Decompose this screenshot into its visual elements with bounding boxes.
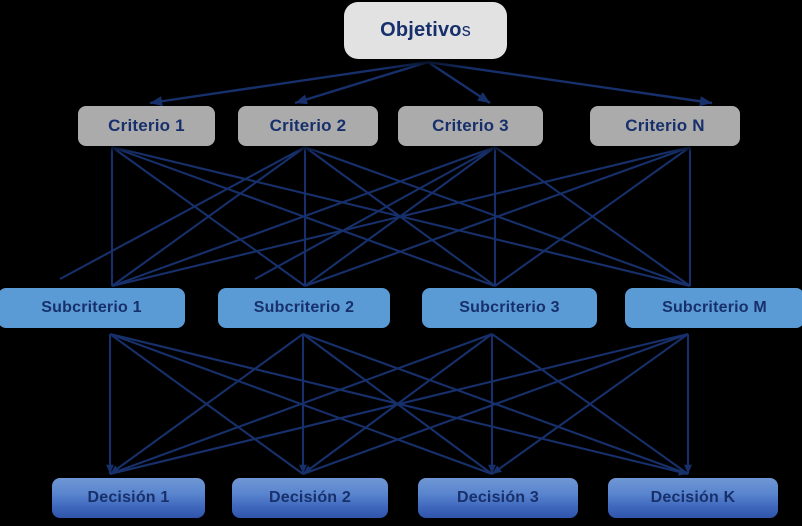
edge-subcriterio-1-to-decision-3 <box>109 333 493 475</box>
node-subcriterio-m[interactable]: Subcriterio M <box>625 288 802 328</box>
node-decision-1[interactable]: Decisión 1 <box>52 478 205 518</box>
node-criterio-3[interactable]: Criterio 3 <box>398 106 543 146</box>
edge-goal-to-criterio-2 <box>294 60 429 105</box>
node-criterio-1-label: Criterio 1 <box>108 116 185 135</box>
node-subcriterio-2[interactable]: Subcriterio 2 <box>218 288 390 328</box>
node-subcriterio-m-label: Subcriterio M <box>662 299 767 316</box>
node-criterio-n[interactable]: Criterio N <box>590 106 740 146</box>
node-criterio-2-label: Criterio 2 <box>269 116 347 135</box>
edge-goal-to-criterio-1 <box>149 60 429 105</box>
node-criterio-1[interactable]: Criterio 1 <box>78 106 215 146</box>
edge-subcriterio-1-to-decision-2 <box>109 333 304 475</box>
edge-stray-2 <box>254 146 496 280</box>
edge-criterio-2-to-subcriterio-1 <box>111 146 306 287</box>
edge-subcriterio-2-to-decision-1 <box>109 333 304 475</box>
edge-subcriterio-2-to-decision-4 <box>302 333 689 475</box>
node-objetivos-label-suffix: s <box>461 20 471 40</box>
arrowhead-icon-decision-1 <box>110 465 120 474</box>
arrowhead-icon-decision-3 <box>492 465 502 474</box>
arrowhead-icon-criterio-3 <box>477 92 490 103</box>
node-subcriterio-3[interactable]: Subcriterio 3 <box>422 288 597 328</box>
edge-criterio-3-to-subcriterio-2 <box>304 146 496 287</box>
edge-criterio-1-to-subcriterio-3 <box>111 146 496 287</box>
edge-criterio-1-to-subcriterio-4 <box>111 145 691 288</box>
node-subcriterio-3-label: Subcriterio 3 <box>459 299 560 316</box>
edge-subcriterio-4-to-decision-3 <box>491 333 689 475</box>
arrowhead-icon-decision-2 <box>299 464 307 474</box>
arrowhead-icon-decision-4 <box>684 464 692 474</box>
node-criterio-3-label: Criterio 3 <box>432 116 509 135</box>
arrowhead-icon-decision-2 <box>303 465 313 474</box>
node-decision-k[interactable]: Decisión K <box>608 478 778 518</box>
node-subcriterio-2-label: Subcriterio 2 <box>253 299 355 316</box>
edge-criterio-4-to-subcriterio-3 <box>494 146 691 287</box>
node-decision-3[interactable]: Decisión 3 <box>418 478 578 518</box>
edge-subcriterio-4-to-decision-1 <box>109 332 689 476</box>
edge-criterio-1-to-subcriterio-2 <box>111 146 306 287</box>
edge-criterio-3-to-subcriterio-4 <box>494 146 691 287</box>
arrowhead-icon-decision-1 <box>106 464 114 474</box>
node-subcriterio-1[interactable]: Subcriterio 1 <box>0 288 185 328</box>
edge-subcriterio-3-to-decision-2 <box>302 333 493 475</box>
edge-subcriterio-3-to-decision-1 <box>109 333 493 475</box>
node-subcriterio-1-label: Subcriterio 1 <box>41 299 142 316</box>
edge-subcriterio-3-to-decision-4 <box>491 333 689 475</box>
edge-goal-to-criterio-4 <box>427 60 713 105</box>
arrowhead-icon-criterio-2 <box>295 94 308 105</box>
node-criterio-n-label: Criterio N <box>625 116 705 135</box>
arrowhead-icon-decision-4 <box>678 468 688 476</box>
node-decision-2[interactable]: Decisión 2 <box>232 478 388 518</box>
edge-criterio-2-to-subcriterio-4 <box>304 146 691 287</box>
node-decision-k-label: Decisión K <box>650 489 736 506</box>
edge-stray-1 <box>59 146 306 280</box>
arrowhead-icon-decision-3 <box>488 464 496 474</box>
edge-goal-to-criterio-3 <box>427 60 491 105</box>
edge-criterio-4-to-subcriterio-1 <box>111 145 691 288</box>
node-decision-1-label: Decisión 1 <box>87 489 170 506</box>
node-decision-3-label: Decisión 3 <box>456 489 540 506</box>
edge-criterio-3-to-subcriterio-1 <box>111 146 496 287</box>
arrowhead-icon-criterio-1 <box>150 96 163 107</box>
edge-criterio-2-to-subcriterio-3 <box>304 146 496 287</box>
arrowhead-icon-criterio-4 <box>699 96 712 107</box>
node-decision-2-label: Decisión 2 <box>268 489 352 506</box>
node-objetivos-label: Objetivo <box>380 19 462 41</box>
edge-subcriterio-1-to-decision-4 <box>109 332 689 476</box>
edge-subcriterio-2-to-decision-3 <box>302 333 493 475</box>
node-criterio-2[interactable]: Criterio 2 <box>238 106 378 146</box>
edge-subcriterio-4-to-decision-2 <box>302 333 689 475</box>
edge-criterio-4-to-subcriterio-2 <box>304 146 691 287</box>
